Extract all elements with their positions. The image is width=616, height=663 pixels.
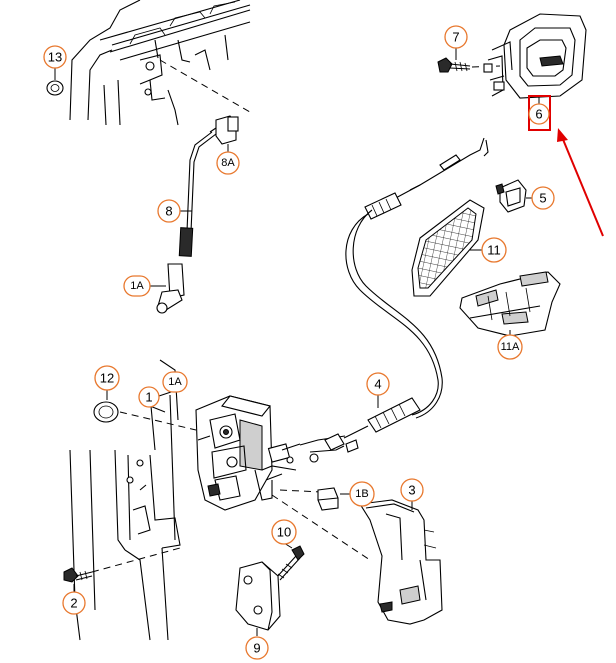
svg-text:8A: 8A bbox=[221, 157, 235, 169]
part-5-clip bbox=[495, 179, 527, 213]
part-9-striker-plate bbox=[235, 561, 281, 631]
callout-10: 10 bbox=[271, 519, 297, 545]
part-7-screw bbox=[437, 57, 471, 73]
callout-11: 11 bbox=[481, 237, 507, 263]
svg-text:1A: 1A bbox=[168, 376, 182, 388]
part-2-screw bbox=[63, 567, 93, 583]
dash-lock-to-1b bbox=[279, 489, 323, 493]
svg-text:1B: 1B bbox=[355, 488, 368, 500]
callout-13: 13 bbox=[43, 45, 67, 69]
svg-text:11A: 11A bbox=[501, 341, 520, 353]
callout-1B: 1B bbox=[349, 481, 375, 507]
callout-1A-top: 1A bbox=[123, 275, 151, 297]
callout-1A-mid: 1A bbox=[162, 371, 188, 393]
callout-12: 12 bbox=[94, 365, 120, 391]
callout-8A: 8A bbox=[216, 151, 240, 175]
part-12-grommet bbox=[93, 401, 119, 423]
svg-text:2: 2 bbox=[70, 596, 77, 611]
part-4-cable bbox=[299, 397, 421, 463]
door-frame-lower bbox=[69, 359, 181, 641]
part-8-rod bbox=[178, 131, 217, 257]
svg-text:8: 8 bbox=[165, 204, 172, 219]
dash-2-to-frame bbox=[91, 547, 181, 573]
svg-text:11: 11 bbox=[487, 243, 501, 258]
part-10-screw bbox=[275, 545, 305, 581]
part-8a-clip bbox=[209, 115, 239, 145]
callout-6: 6 bbox=[528, 103, 550, 125]
dash-lock-to-3 bbox=[271, 494, 371, 561]
svg-text:13: 13 bbox=[48, 50, 62, 65]
part-1a-top-clip bbox=[156, 263, 185, 314]
svg-text:12: 12 bbox=[100, 371, 114, 386]
callout-2: 2 bbox=[62, 591, 86, 615]
svg-text:1: 1 bbox=[145, 390, 152, 405]
svg-text:10: 10 bbox=[277, 525, 291, 540]
svg-text:6: 6 bbox=[535, 107, 542, 122]
callout-5: 5 bbox=[531, 186, 555, 210]
svg-text:3: 3 bbox=[408, 483, 415, 498]
part-13-grommet bbox=[46, 80, 64, 96]
part-3-lock-cover bbox=[359, 499, 443, 625]
part-1-door-lock bbox=[195, 395, 301, 511]
part-11-mesh-panel bbox=[411, 199, 485, 297]
svg-text:1A: 1A bbox=[130, 280, 144, 292]
dash-top-to-8a bbox=[159, 59, 251, 113]
cable-sheath bbox=[345, 213, 439, 416]
upper-cable bbox=[391, 137, 489, 201]
callout-9: 9 bbox=[245, 636, 269, 660]
door-frame-upper bbox=[69, 0, 251, 126]
highlight-arrow bbox=[557, 128, 604, 237]
part-1b-block bbox=[317, 487, 339, 511]
svg-text:4: 4 bbox=[374, 377, 381, 392]
svg-text:5: 5 bbox=[539, 191, 546, 206]
callout-11A: 11A bbox=[497, 334, 523, 360]
dash-12-to-lock bbox=[119, 411, 197, 431]
callout-4: 4 bbox=[366, 372, 390, 396]
part-11a-bracket bbox=[459, 271, 561, 337]
svg-text:9: 9 bbox=[253, 641, 260, 656]
cable-sheath-inner bbox=[352, 209, 443, 419]
callout-1: 1 bbox=[138, 386, 160, 408]
upper-cable-sleeve bbox=[364, 192, 402, 220]
svg-text:7: 7 bbox=[452, 30, 459, 45]
callout-8: 8 bbox=[157, 199, 181, 223]
callout-3: 3 bbox=[400, 478, 424, 502]
part-6-interior-door-handle bbox=[483, 13, 587, 99]
callout-7: 7 bbox=[444, 25, 468, 49]
